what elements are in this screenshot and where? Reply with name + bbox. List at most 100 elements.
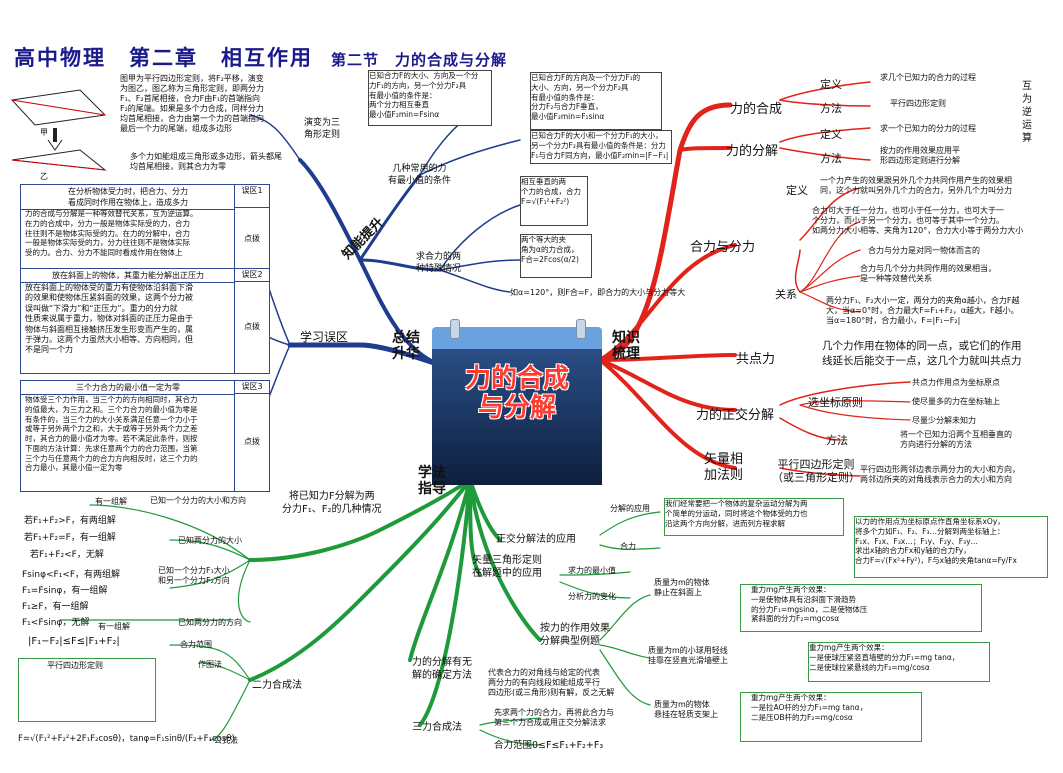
node-mistakes: 学习误区: [300, 330, 349, 344]
text-case1: 已知一个分力的大小和方向: [150, 496, 246, 505]
ring-icon: [450, 319, 460, 339]
text-case3: 已知一个分力F₁大小 和另一个分力F₂方向: [158, 566, 230, 585]
label-range: 合力范围: [180, 640, 212, 649]
quadrant-knowledge: 知识 梳理: [612, 330, 640, 363]
node-vector-tri: 矢量三角形定则 在解题中的应用: [472, 555, 542, 579]
mistake-2-title: 放在斜面上的物体，其重力能分解出正压力: [21, 269, 235, 283]
node-ortho: 力的正交分解: [696, 408, 775, 423]
text-case2-c: 若F₁+F₂<F，无解: [30, 550, 104, 560]
label-drawing: 作图法: [198, 660, 222, 669]
label-jia: 甲: [40, 128, 48, 137]
label-def1: 定义: [820, 78, 842, 91]
text-case4-res: 有一组解: [98, 622, 130, 631]
box-decomp: 我们经常要把一个物体的复杂运动分解为两 个简单的分运动，同时将这个物体受的力也 …: [664, 498, 844, 536]
label-def3: 定义: [786, 184, 808, 197]
label-def2: 定义: [820, 128, 842, 141]
text-case2-b: 若F₁+F₂=F，有一组解: [24, 533, 116, 543]
node-ortho-app: 正交分解法的应用: [496, 534, 576, 545]
text-axis2: 使尽量多的力在坐标轴上: [912, 397, 1000, 406]
page-title: 高中物理 第二章 相互作用第二节 力的合成与分解: [14, 42, 507, 72]
mistake-3-tag: 误区3: [234, 381, 269, 394]
text-special3: 如α=120°，则F合=F，即合力的大小与分力等大: [510, 288, 686, 297]
label-parallel: 平行四边形定则: [47, 661, 103, 670]
node-concurrent: 共点力: [736, 352, 776, 367]
center-title-line1: 力的合成: [464, 364, 569, 394]
tip-label: 点拨: [234, 207, 269, 271]
node-known: 将已知力F分解为两 分力F₁、F₂的几种情况: [282, 491, 382, 515]
mistake-3-title: 三个力合力的最小值一定为零: [21, 381, 235, 395]
text-rel1: 合力可大于任一分力，也可小于任一分力，也可大于一 个分力，而小于另一个分力，也可…: [812, 206, 1024, 235]
text-method3: 将一个已知力沿两个互相垂直的 方向进行分解的方法: [900, 430, 1012, 449]
node-resultant: 合力与分力: [690, 240, 756, 255]
text-three2: 合力范围0≤F≤F₁+F₂+F₃: [494, 740, 604, 751]
box-ortho: 以力的作用点为坐标原点作直角坐标系xOy， 将多个力如F₁、F₂、F₃…分解到两…: [854, 516, 1048, 578]
text-rel3: 合力与几个分力共同作用的效果相当， 是一种等效替代关系: [860, 264, 996, 283]
center-graphic-body: [432, 349, 602, 485]
text-case2: 已知两分力的大小: [178, 536, 242, 545]
text-rel2: 合力与分力是对同一物体而言的: [868, 246, 980, 255]
ring-icon: [576, 319, 586, 339]
text-triangle-note: 多个力如能组成三角形或多边形，箭头都尾 均首尾相接，则其合力为零: [130, 152, 282, 171]
mistake-2-text: 放在斜面上的物体受的重力有使物体沿斜面下滑 的效果和使物体压紧斜面的效果，这两个…: [25, 283, 193, 355]
label-method2: 方法: [820, 152, 842, 165]
node-two-force: 二力合成法: [252, 680, 302, 691]
center-graphic: 力的合成 与分解: [432, 319, 602, 485]
label-formula: 公式法: [214, 736, 238, 745]
quadrant-method: 学法 指导: [418, 465, 446, 498]
label-vector-sub: 平行四边形定则 （或三角形定则）: [772, 458, 860, 485]
text-case3-a: Fsinφ<F₁<F，有两组解: [22, 570, 121, 580]
node-unique: 力的分解有无 解的确定方法: [412, 657, 472, 681]
center-title: 力的合成 与分解: [432, 365, 602, 422]
label-method1: 方法: [820, 102, 842, 115]
text-axis3: 尽量少分解未知力: [912, 416, 976, 425]
text-ex1: 质量为m的物体 静止在斜面上: [654, 578, 710, 597]
mistake-1-title: 在分析物体受力时，把合力、分力 看成同时作用在物体上，造成多力: [21, 185, 235, 210]
node-effect: 按力的作用效果 分解典型例题: [540, 623, 610, 647]
text-ex2: 质量为m的小球用轻线 挂靠在竖直光滑墙壁上: [648, 646, 728, 665]
parallelogram-box: 平行四边形定则: [18, 658, 156, 722]
mistake-3: 三个力合力的最小值一定为零 误区3 点拨 物体受三个力作用，当三个力的方向相同时…: [20, 380, 270, 492]
title-section: 第二节 力的合成与分解: [331, 51, 508, 69]
text-case1-res: 有一组解: [95, 497, 127, 506]
text-three1: 先求两个力的合力，再将此合力与 第三个力合成或用正交分解法求: [494, 708, 614, 727]
text-def3: 一个力产生的效果跟另外几个力共同作用产生的效果相 同，这个力就叫另外几个力的合力…: [820, 176, 1012, 195]
node-triangle-rule: 演变为三 角形定则: [304, 118, 341, 140]
text-range: |F₁−F₂|≤F≤|F₁+F₂|: [28, 636, 120, 647]
text-rel4: 两分力F₁、F₂大小一定，两分力的夹角α越小，合力F越 大，当α=0°时，合力最…: [826, 296, 1020, 325]
mistake-2: 放在斜面上的物体，其重力能分解出正压力 误区2 点拨 放在斜面上的物体受的重力有…: [20, 268, 270, 374]
label-change: 分析力的变化: [568, 592, 616, 601]
text-case4: 已知两分力的方向: [178, 618, 242, 627]
quadrant-summary: 总结 升华: [392, 330, 420, 363]
text-case2-a: 若F₁+F₂>F，有两组解: [24, 516, 116, 526]
mistake-2-tag: 误区2: [234, 269, 269, 282]
label-min-force: 求力的最小值: [568, 566, 616, 575]
box-min2: 已知合力F的方向及一个分力F₁的 大小、方向，另一个分力F₂具 有最小值的条件是…: [530, 72, 662, 130]
mistake-1-tag: 误区1: [234, 185, 269, 208]
box-min3: 已知合力F的大小和一个分力F₁的大小， 另一个分力F₂具有最小值的条件是：分力 …: [530, 130, 672, 164]
text-def2: 求一个已知力的分力的过程: [880, 124, 976, 133]
box-min1: 已知合力F的大小、方向及一个分 力F₁的方向，另一个分力F₂具 有最小值的条件是…: [368, 70, 492, 126]
text-method1: 平行四边形定则: [890, 99, 946, 108]
text-case3-b: F₁=Fsinφ，有一组解: [22, 586, 108, 596]
label-method3: 方法: [826, 434, 848, 447]
node-special: 求合力的两 种特殊情况: [416, 252, 462, 274]
text-unique: 代表合力的对角线与给定的代表 两分力的有向线段如能组成平行 四边形(或三角形)则…: [488, 668, 615, 697]
mistake-1: 在分析物体受力时，把合力、分力 看成同时作用在物体上，造成多力 误区1 点拨 力…: [20, 184, 270, 272]
center-graphic-header: [432, 327, 602, 349]
node-vector-rule: 矢量相 加法则: [704, 452, 744, 484]
label-yi: 乙: [40, 172, 48, 181]
node-min-cond: 几种常用的力 有最小值的条件: [388, 164, 452, 186]
tip-label: 点拨: [234, 393, 269, 491]
node-decomposition: 力的分解: [726, 144, 779, 159]
box-special1: 相互垂直的两 个力的合成，合力 F=√(F₁²+F₂²): [520, 176, 588, 226]
label-relation: 关系: [775, 288, 797, 301]
box-ex3: 重力mg产生两个效果： 一是拉AO杆的分力F₁=mg tanα， 二是压OB杆的…: [740, 692, 922, 742]
box-ex1: 重力mg产生两个效果： 一是使物体具有沿斜面下滑趋势 的分力F₁=mgsinα，…: [740, 584, 982, 632]
text-case3-d: F₁<Fsinφ，无解: [22, 618, 90, 628]
box-special2: 两个等大的夹 角为α的力合成， F合=2Fcos(α/2): [520, 234, 592, 278]
label-resultant: 合力: [620, 542, 636, 551]
tip-label: 点拨: [234, 281, 269, 373]
text-method2: 按力的作用效果应用平 形四边形定则进行分解: [880, 146, 960, 165]
text-formula: F=√(F₁²+F₂²+2F₁F₂cosθ)，tanφ=F₁sinθ/(F₂+F…: [18, 734, 235, 744]
